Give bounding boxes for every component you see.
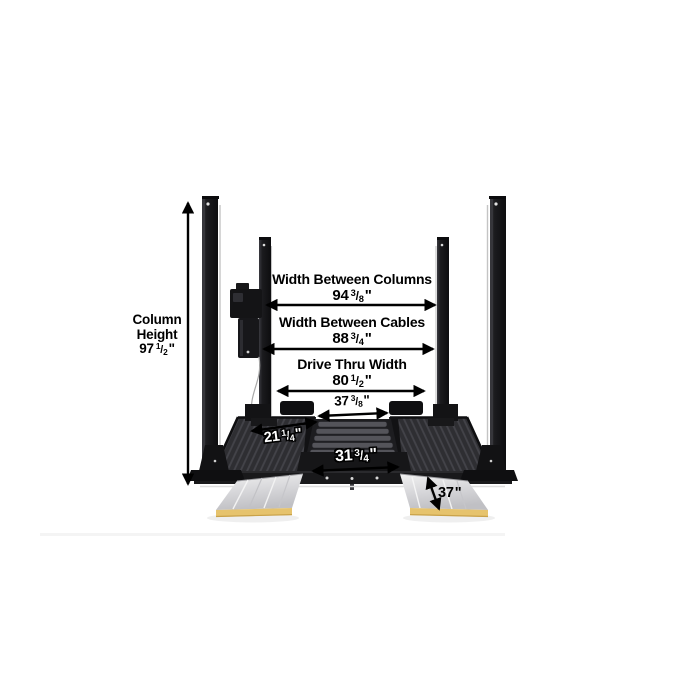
column-height-line1: Column	[132, 312, 182, 327]
width-between-cables-text: Width Between Cables	[278, 314, 425, 330]
drive-thru-width-text: Drive Thru Width	[297, 356, 407, 372]
left-approach-ramp	[215, 473, 304, 518]
center-tray-width-arrow	[311, 461, 400, 477]
column-height-line2: Height	[136, 326, 178, 342]
runway-gap-arrow	[317, 407, 389, 422]
floor-shadows	[40, 513, 505, 536]
ramp-length-label: 37"	[438, 485, 462, 501]
runway-width-arrow	[250, 417, 318, 436]
front-left-column	[187, 196, 245, 481]
lift-cables	[219, 205, 489, 468]
power-unit	[230, 283, 262, 358]
front-right-column	[460, 196, 518, 481]
ramp-length-arrow	[425, 476, 442, 511]
dimension-arrows	[181, 201, 442, 511]
width-between-columns-text: Width Between Columns	[272, 271, 432, 287]
rear-right-column	[437, 237, 449, 424]
right-runway	[389, 416, 494, 473]
left-wheel-stop	[280, 401, 314, 415]
right-wheel-stop	[389, 401, 423, 415]
rear-left-column	[259, 237, 271, 424]
